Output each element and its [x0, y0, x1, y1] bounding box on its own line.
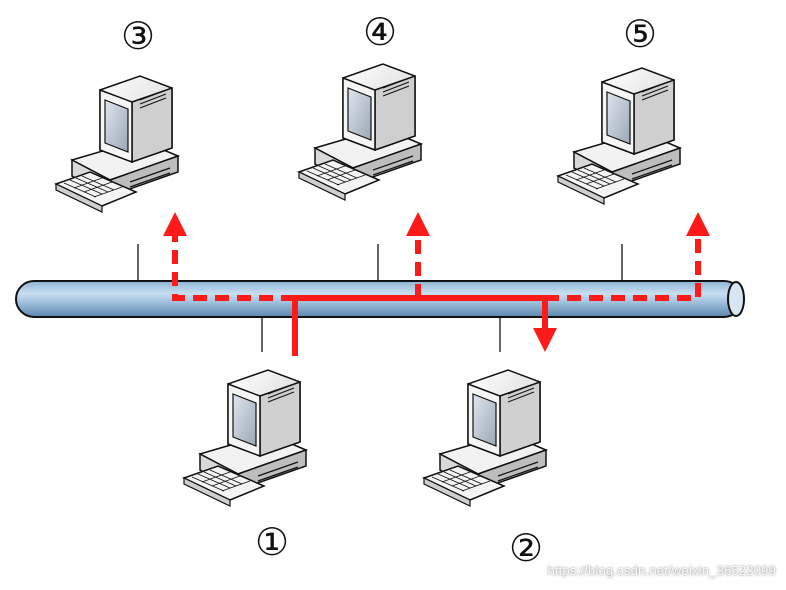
signal-arrow-to-2: [533, 328, 557, 352]
computer-2: [423, 369, 547, 507]
watermark-text: https://blog.csdn.net/weixin_36522099: [547, 563, 776, 578]
node-label-2: ②: [508, 526, 544, 570]
node-connectors: [137, 244, 623, 352]
node-label-1: ①: [254, 520, 290, 564]
computer-1: [183, 369, 307, 507]
node-label-5: ⑤: [622, 12, 658, 56]
signal-arrow-to-5: [686, 212, 710, 236]
computer-3: [55, 75, 179, 213]
signal-dashed-to-5: [545, 232, 701, 301]
computer-5: [557, 67, 681, 205]
signal-dashed-to-3: [172, 232, 295, 301]
signal-arrow-to-3: [163, 212, 187, 236]
signal-paths: [163, 212, 710, 356]
node-label-3: ③: [120, 14, 156, 58]
signal-arrow-to-4: [406, 212, 430, 236]
node-label-4: ④: [362, 10, 398, 54]
computer-4: [298, 63, 422, 201]
